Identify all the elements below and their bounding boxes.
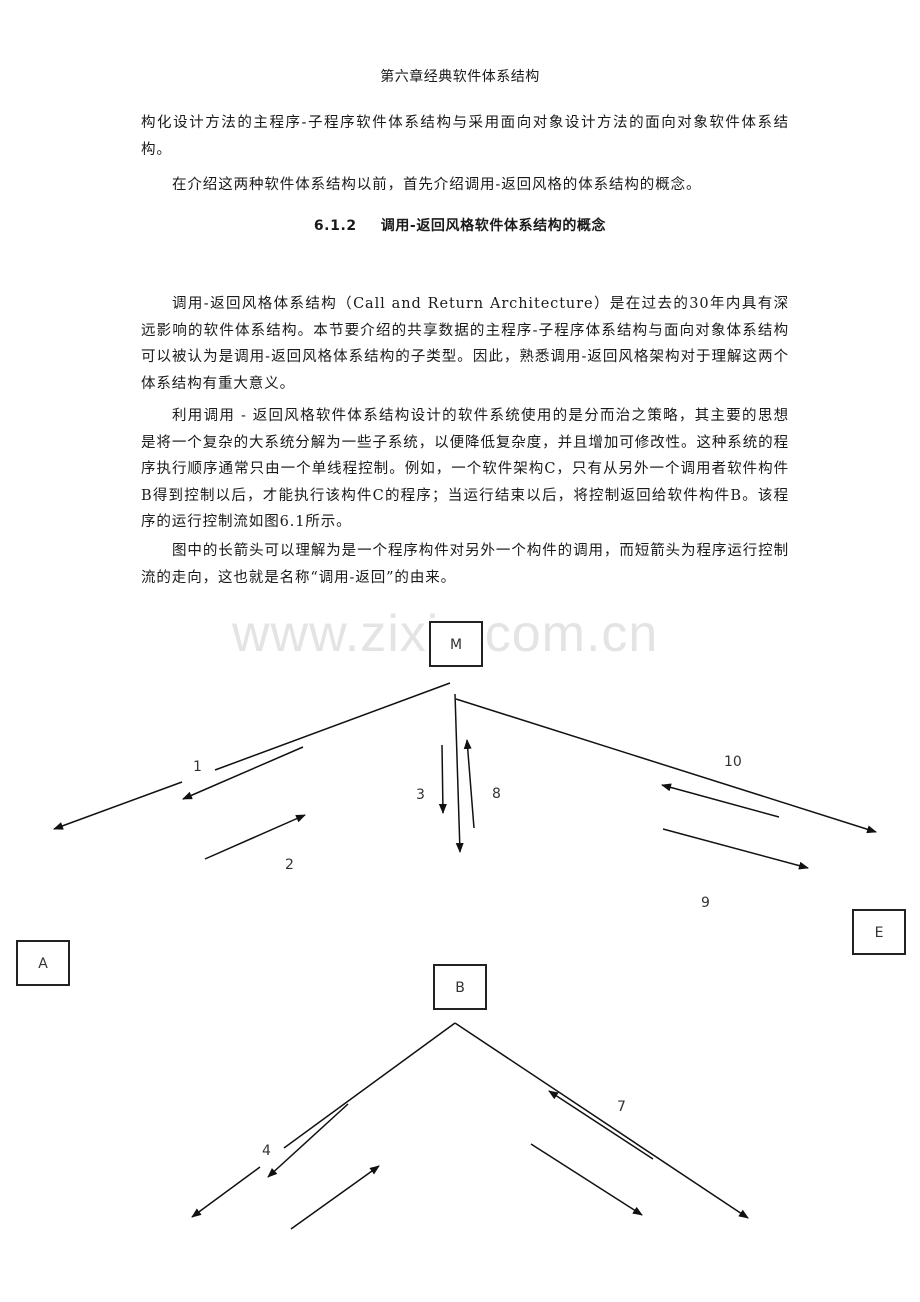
arrow-3 [204,814,306,860]
component-box-label: A [38,956,48,972]
step-label-9: 9 [701,895,710,911]
component-box-label: M [450,637,462,653]
section-title: 调用-返回风格软件体系结构的概念 [380,218,607,234]
component-box-a: A [16,940,70,986]
paragraph-5: 图中的长箭头可以理解为是一个程序构件对另外一个构件的调用，而短箭头为程序运行控制… [141,543,789,586]
paragraph-1: 构化设计方法的主程序-子程序软件体系结构与采用面向对象设计方法的面向对象软件体系… [141,115,789,158]
arrow-5 [438,744,447,814]
step-label-3: 3 [416,787,425,803]
component-boxes: M A B E [16,621,906,1010]
arrow-7 [455,698,877,834]
page-header-title: 第六章经典软件体系结构 [380,69,540,85]
step-label-2: 2 [285,857,294,873]
section-number: 6.1.2 [313,218,357,234]
connector-line-0 [214,682,451,771]
arrow-2 [182,746,304,800]
component-box-m: M [429,621,483,667]
step-label-10: 10 [724,754,742,770]
arrow-15 [548,1090,654,1160]
arrow-9 [662,828,809,870]
paragraph-4: 利用调用 - 返回风格软件体系结构设计的软件系统使用的是分而治之策略，其主要的思… [141,408,789,530]
component-box-label: B [455,980,465,996]
arrow-12 [267,1103,349,1178]
section-heading: 6.1.2 调用-返回风格软件体系结构的概念 [0,215,920,235]
arrow-13 [191,1166,261,1218]
step-label-1: 1 [193,759,202,775]
arrow-lines [53,682,877,1230]
arrow-1 [53,781,183,830]
step-label-8: 8 [492,786,501,802]
component-box-b: B [433,964,487,1010]
component-box-e: E [852,909,906,955]
component-box-label: E [875,925,884,941]
step-labels: 1 2 3 4 7 8 9 10 [193,754,742,1159]
step-label-4: 4 [262,1143,271,1159]
arrow-8 [661,783,780,818]
arrow-6 [463,739,475,829]
arrow-11 [454,1022,749,1219]
step-label-7: 7 [617,1099,626,1115]
connector-line-10 [283,1022,456,1149]
paragraph-3: 调用-返回风格体系结构（Call and Return Architecture… [141,296,789,392]
arrow-14 [290,1165,380,1230]
paragraph-2: 在介绍这两种软件体系结构以前，首先介绍调用-返回风格的体系结构的概念。 [172,177,702,193]
arrow-4 [454,693,464,853]
arrow-16 [530,1143,643,1216]
